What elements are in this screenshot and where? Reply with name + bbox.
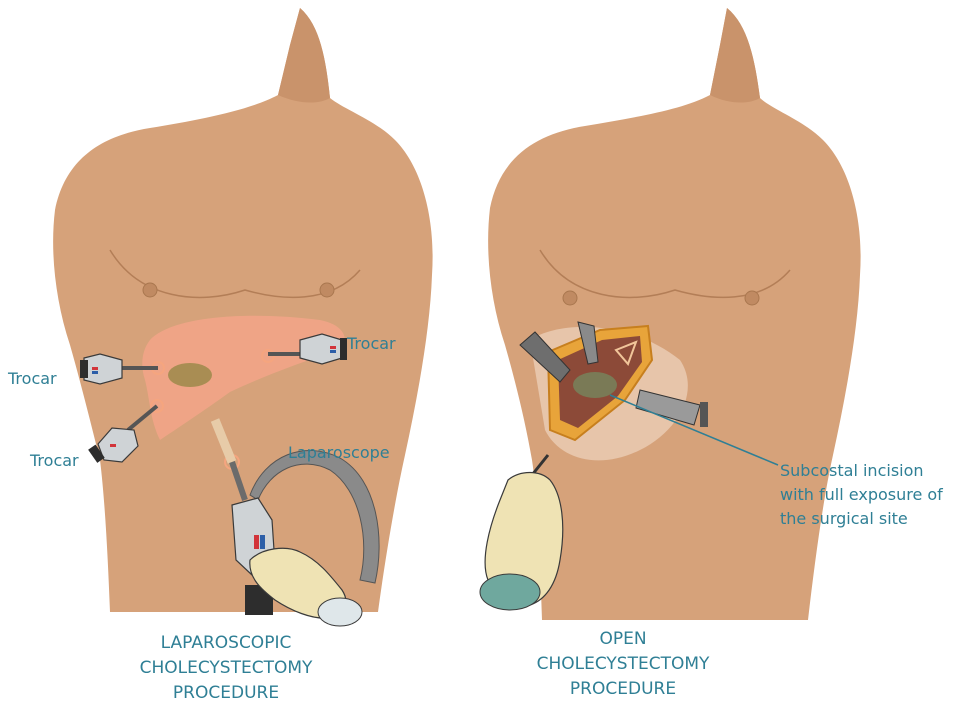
- label-incision-line2: with full exposure of: [780, 485, 943, 504]
- right-neck-shade: [710, 8, 760, 103]
- left-gallbladder: [168, 363, 212, 387]
- label-trocar-right: Trocar: [346, 334, 396, 353]
- title-open-line1: OPEN: [599, 629, 646, 649]
- title-laparoscopic-line2: CHOLECYSTECTOMY: [140, 658, 313, 678]
- right-nipple-right: [745, 291, 759, 305]
- label-trocar-left-lower: Trocar: [29, 451, 79, 470]
- title-open-line2: CHOLECYSTECTOMY: [537, 654, 710, 674]
- left-nipple-left: [143, 283, 157, 297]
- left-nipple-right: [320, 283, 334, 297]
- scalpel-glove-cuff: [480, 574, 540, 610]
- label-incision-line1: Subcostal incision: [780, 461, 924, 480]
- right-nipple-left: [563, 291, 577, 305]
- title-laparoscopic-line3: PROCEDURE: [173, 683, 279, 703]
- label-trocar-left-upper: Trocar: [7, 369, 57, 388]
- open-gallbladder: [573, 372, 617, 398]
- label-incision-line3: the surgical site: [780, 509, 908, 528]
- left-neck-shade: [278, 8, 330, 103]
- title-open-line3: PROCEDURE: [570, 679, 676, 699]
- label-laparoscope: Laparoscope: [288, 443, 390, 462]
- title-laparoscopic-line1: LAPAROSCOPIC: [161, 633, 292, 653]
- laparoscope-glove-cuff: [318, 598, 362, 626]
